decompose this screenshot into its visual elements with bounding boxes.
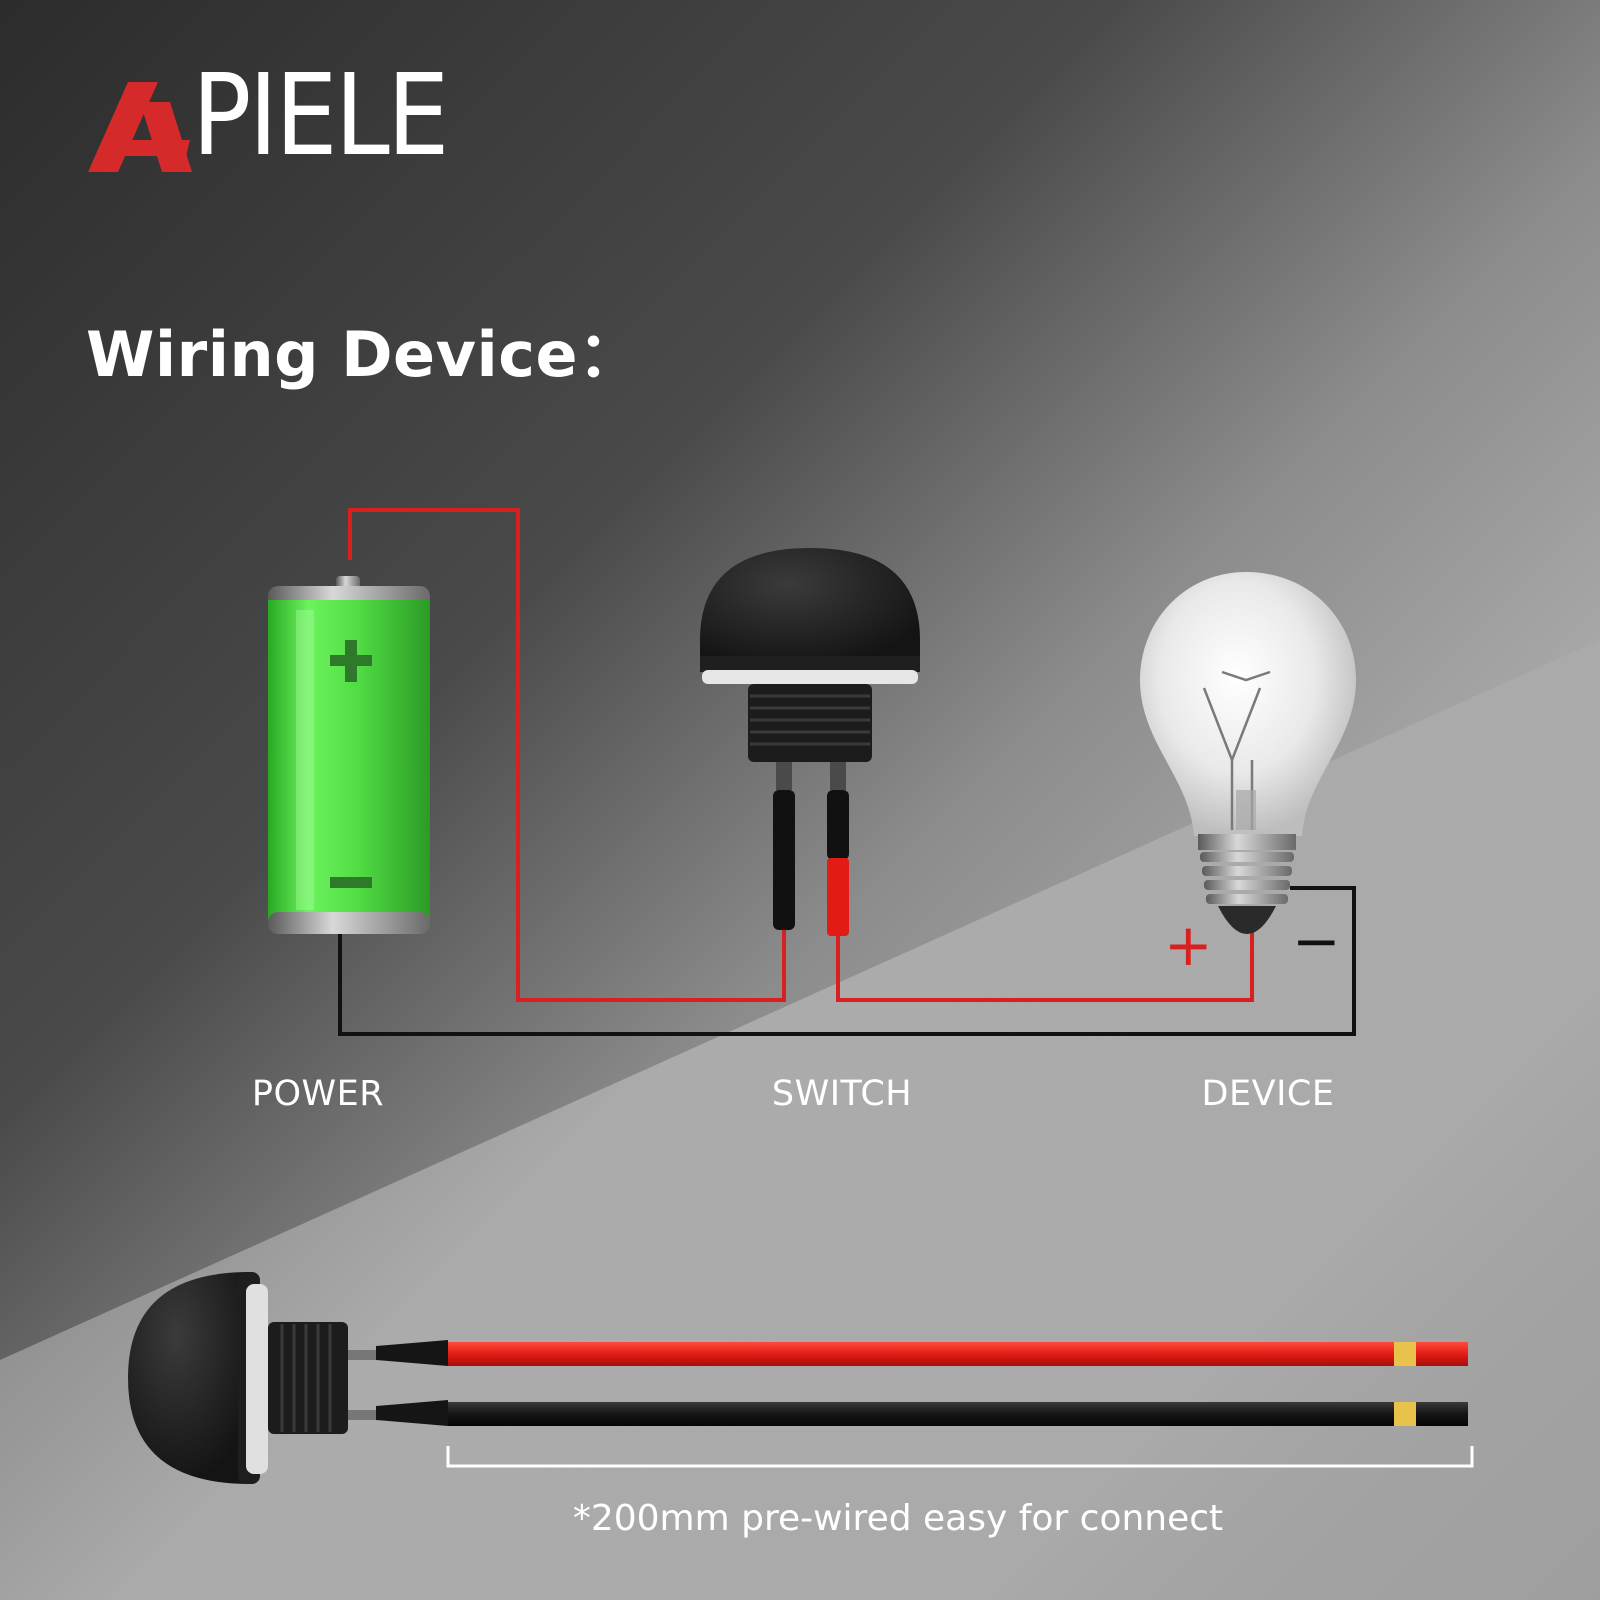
switch-icon <box>700 548 920 936</box>
light-bulb-icon <box>1140 572 1356 934</box>
length-bracket <box>446 1446 1474 1468</box>
circuit-wires <box>338 508 1356 1036</box>
label-device: DEVICE <box>1201 1074 1335 1114</box>
device-minus-label: − <box>1292 907 1341 975</box>
page-title: Wiring Device： <box>86 318 641 391</box>
wire-length-caption: *200mm pre-wired easy for connect <box>572 1498 1224 1539</box>
device-plus-label: + <box>1164 911 1213 979</box>
label-power: POWER <box>251 1074 385 1114</box>
brand-logo-mark <box>88 82 192 172</box>
pre-wired-switch-product <box>128 1272 1468 1484</box>
brand-logo-text: PIELE <box>192 51 449 181</box>
label-switch: SWITCH <box>771 1074 913 1114</box>
battery-icon <box>268 576 430 934</box>
